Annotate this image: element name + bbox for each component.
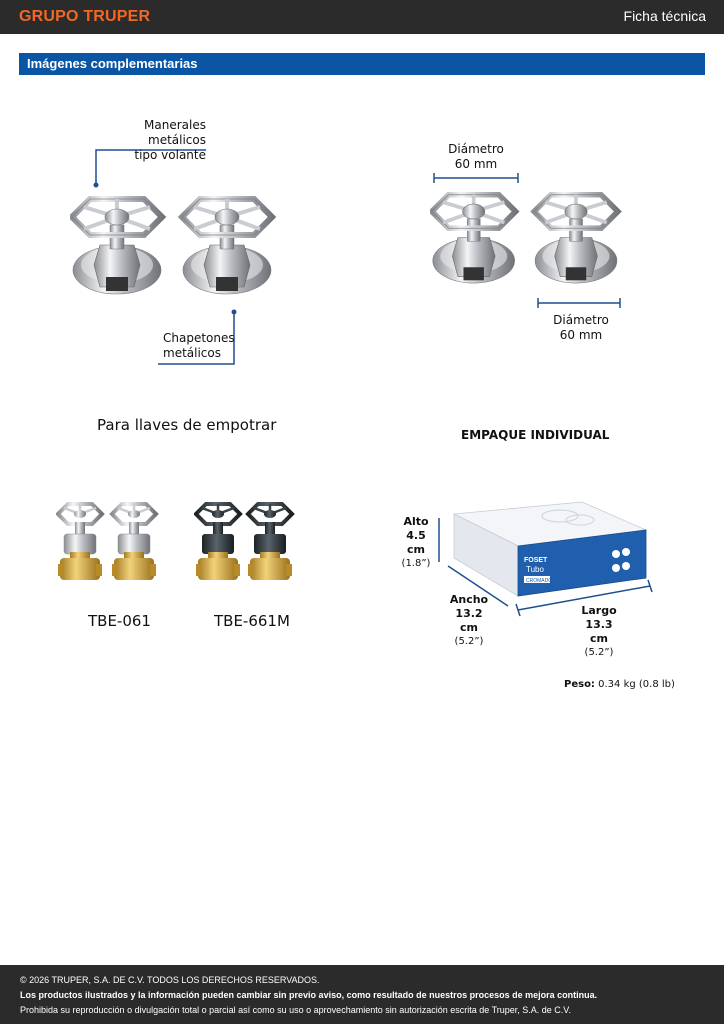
escutcheons-callout-line1: Chapetones [163, 331, 235, 345]
model-label-tbe-661m: TBE-661M [214, 612, 290, 630]
alto-cm: 4.5 cm [406, 529, 426, 556]
box-finish: CROMADO [526, 578, 552, 584]
diameter-bottom-label: Diámetro 60 mm [551, 313, 611, 343]
callout-lines-left [93, 149, 237, 365]
ancho-in: (5.2”) [454, 636, 484, 647]
package-box-image: FOSET Tubo CROMADO [452, 501, 648, 597]
handles-callout-line1: Manerales metálicos [144, 118, 206, 147]
model-tbe-061-image [56, 502, 158, 582]
diameter-top-name: Diámetro [448, 142, 504, 156]
footer-prohibition: Prohibida su reproducción o divulgación … [20, 1005, 571, 1015]
ancho-dimension: Ancho 13.2 cm (5.2”) [446, 593, 492, 649]
weight-label: Peso: [564, 679, 595, 690]
footer-copyright: © 2026 TRUPER, S.A. DE C.V. TODOS LOS DE… [20, 975, 320, 985]
alto-dimension: Alto 4.5 cm (1.8”) [398, 515, 434, 571]
box-brand: FOSET [524, 557, 548, 564]
diameter-top-value: 60 mm [454, 157, 498, 171]
section-header: Imágenes complementarias [19, 53, 705, 75]
package-weight: Peso: 0.34 kg (0.8 lb) [564, 679, 675, 690]
header-bar: GRUPO TRUPER Ficha técnica [0, 0, 724, 34]
footer: © 2026 TRUPER, S.A. DE C.V. TODOS LOS DE… [0, 965, 724, 1024]
weight-value: 0.34 kg (0.8 lb) [598, 679, 675, 690]
usage-caption: Para llaves de empotrar [97, 416, 277, 434]
largo-in: (5.2”) [584, 647, 614, 658]
diameter-dimension-lines [433, 173, 621, 308]
ancho-label: Ancho [449, 593, 489, 606]
diameter-bottom-value: 60 mm [559, 328, 603, 342]
section-title: Imágenes complementarias [27, 56, 198, 71]
footer-notice: Los productos ilustrados y la informació… [20, 990, 598, 1000]
box-line: Tubo [526, 565, 544, 574]
alto-label: Alto [403, 515, 429, 528]
diameter-bottom-name: Diámetro [553, 313, 609, 327]
ancho-cm: 13.2 cm [455, 607, 483, 634]
model-tbe-661m-image [194, 502, 294, 582]
brand-logo: GRUPO TRUPER [19, 8, 151, 25]
package-dimension-lines [438, 518, 653, 617]
handles-callout-line2: tipo volante [134, 148, 206, 162]
model-label-tbe-061: TBE-061 [88, 612, 151, 630]
escutcheons-callout: Chapetones metálicos [163, 331, 235, 361]
escutcheons-callout-line2: metálicos [163, 346, 221, 360]
handles-callout: Manerales metálicos tipo volante [94, 118, 206, 163]
largo-label: Largo [581, 604, 617, 617]
largo-dimension: Largo 13.3 cm (5.2”) [576, 604, 622, 660]
largo-cm: 13.3 cm [585, 618, 613, 645]
document-type: Ficha técnica [623, 8, 706, 24]
alto-in: (1.8”) [401, 558, 431, 569]
diameter-top-label: Diámetro 60 mm [446, 142, 506, 172]
packaging-title: EMPAQUE INDIVIDUAL [461, 428, 610, 442]
